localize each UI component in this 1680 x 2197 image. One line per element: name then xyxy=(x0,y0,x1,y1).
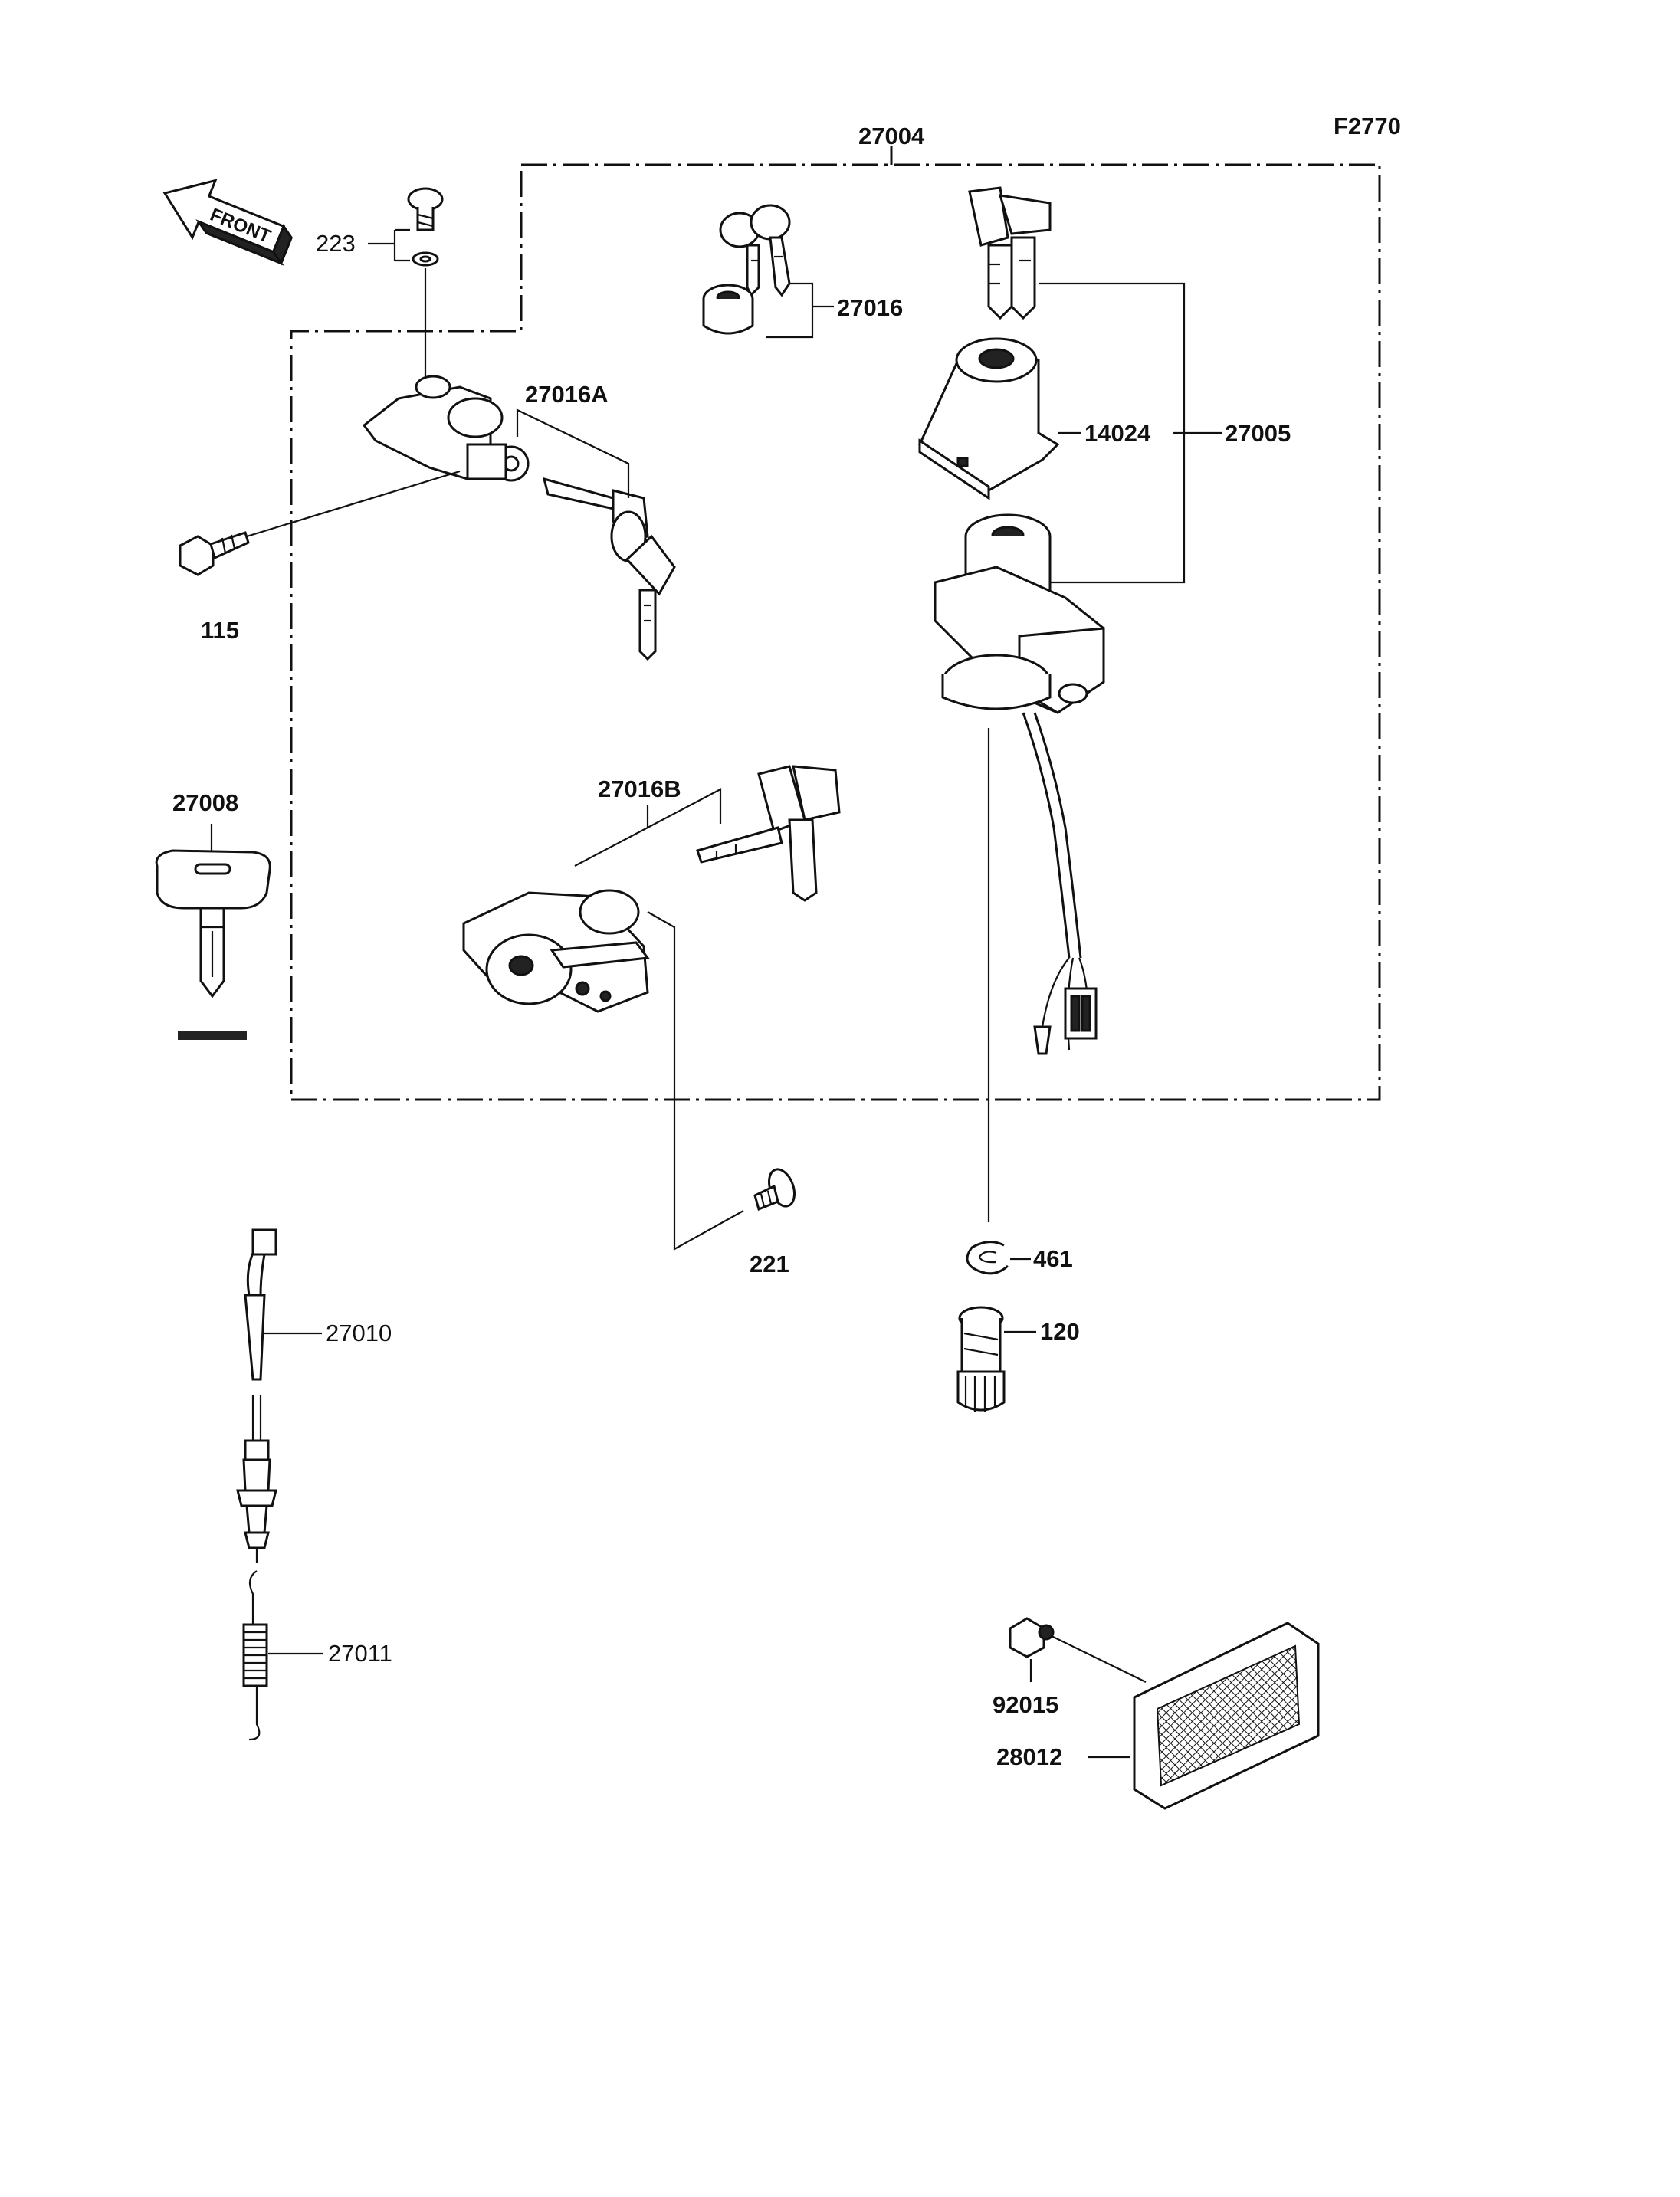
label-27016b: 27016B xyxy=(598,776,681,802)
screw-washer-223-icon xyxy=(407,187,444,383)
leader-27016b xyxy=(574,788,722,867)
label-27016: 27016 xyxy=(837,294,903,321)
spring-27011-icon xyxy=(242,1570,268,1741)
leader-221 xyxy=(647,911,744,1251)
bolt-115-icon xyxy=(179,470,461,576)
label-27010: 27010 xyxy=(326,1320,392,1346)
label-27011: 27011 xyxy=(328,1640,392,1667)
label-221: 221 xyxy=(750,1251,789,1277)
key-27008-icon xyxy=(155,824,271,1040)
label-27005: 27005 xyxy=(1225,420,1291,447)
lock-cylinder-27016-icon xyxy=(702,284,754,335)
lock-27016b-icon xyxy=(462,889,650,1013)
keys-27016a-icon xyxy=(542,477,676,661)
front-arrow-icon: FRONT xyxy=(162,179,293,266)
figure-code: F2770 xyxy=(1334,113,1401,139)
label-27004: 27004 xyxy=(858,123,925,149)
lock-bracket-icon xyxy=(362,375,530,482)
screw-221-icon xyxy=(753,1168,796,1212)
label-461: 461 xyxy=(1033,1245,1073,1272)
leader-223 xyxy=(368,228,410,262)
bolt-120-icon xyxy=(956,1306,1006,1412)
label-92015: 92015 xyxy=(993,1691,1058,1718)
keys-27016b-icon xyxy=(696,765,841,902)
cable-27010-icon xyxy=(236,1228,277,1563)
label-27016a: 27016A xyxy=(525,381,609,408)
ignition-switch-27005-icon xyxy=(934,513,1105,1055)
ignition-keys-icon xyxy=(968,186,1052,320)
ignition-cover-14024-icon xyxy=(918,337,1060,500)
snap-ring-461-icon xyxy=(966,728,1009,1275)
label-120: 120 xyxy=(1040,1318,1080,1345)
label-115: 115 xyxy=(201,617,239,644)
label-223: 223 xyxy=(316,230,356,257)
label-27008: 27008 xyxy=(172,789,238,816)
nut-92015-icon xyxy=(1009,1617,1147,1683)
leader-27016a xyxy=(516,408,630,498)
keys-27016-icon xyxy=(719,204,791,297)
leader-14024-27005 xyxy=(1039,282,1222,584)
assembly-bracket-27004 xyxy=(290,146,1381,1101)
label-28012: 28012 xyxy=(996,1743,1062,1770)
reflector-28012-icon xyxy=(1133,1622,1320,1810)
leader-27016 xyxy=(766,282,834,339)
label-14024: 14024 xyxy=(1084,420,1151,447)
